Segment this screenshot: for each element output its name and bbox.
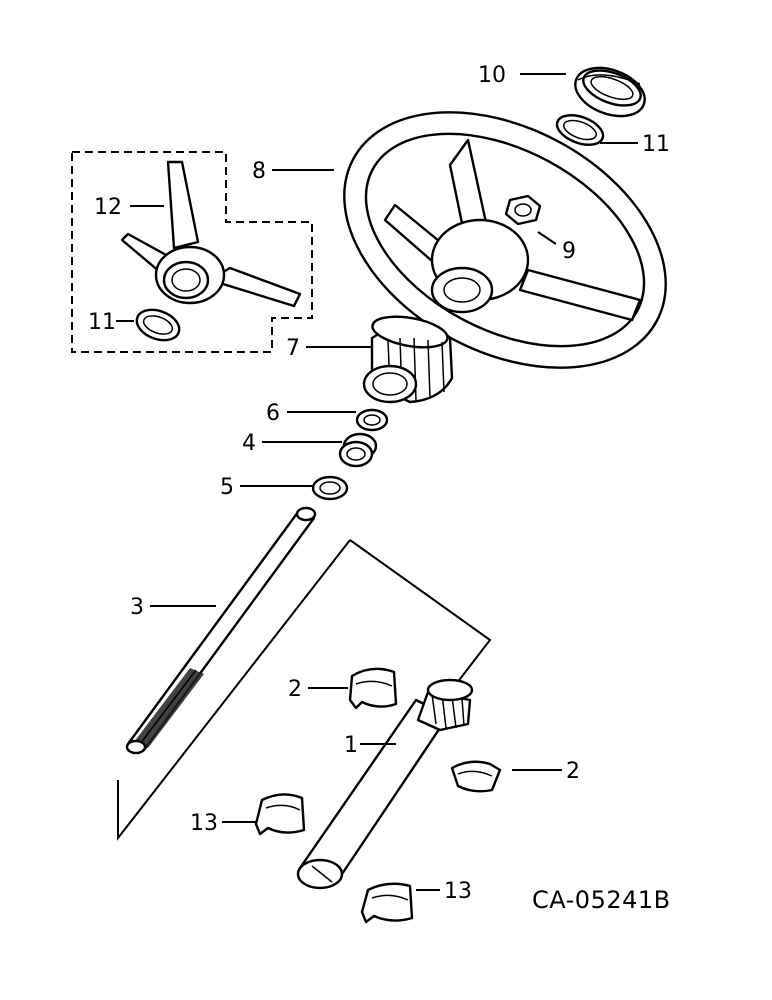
callout-12: 12 <box>94 195 122 220</box>
callout-9: 9 <box>562 239 576 264</box>
callout-1: 1 <box>344 733 358 758</box>
part-12-spoke-insert <box>120 160 302 308</box>
part-2-clip-upper <box>348 667 398 710</box>
part-11-ring-upper <box>555 114 605 146</box>
callout-8: 8 <box>252 159 266 184</box>
shaft-bracket-left <box>117 539 351 841</box>
part-7-splined-adapter <box>362 315 454 404</box>
part-5-ring <box>311 475 349 501</box>
part-2-clip-right <box>450 760 502 793</box>
part-3-upper-shaft <box>125 506 317 755</box>
part-1-lower-shaft <box>296 678 474 890</box>
part-9-nut <box>504 194 542 226</box>
callout-6: 6 <box>266 401 280 426</box>
callout-11-upper: 11 <box>642 132 670 157</box>
callout-2-right: 2 <box>566 759 580 784</box>
leader-lines <box>116 73 638 891</box>
callout-13-left: 13 <box>190 811 218 836</box>
callout-3: 3 <box>130 595 144 620</box>
callout-10: 10 <box>478 63 506 88</box>
callout-5: 5 <box>220 475 234 500</box>
callout-2-upper: 2 <box>288 677 302 702</box>
part-8-steering-wheel <box>343 111 667 369</box>
optional-part-outline <box>71 151 313 353</box>
part-4-bushing <box>338 432 378 468</box>
part-13-clip-bottom <box>360 882 414 924</box>
callout-13-bottom: 13 <box>444 879 472 904</box>
drawing-code: CA-05241B <box>532 886 671 914</box>
callout-4: 4 <box>242 431 256 456</box>
part-6-washer <box>355 408 389 432</box>
part-13-clip-left <box>254 793 306 836</box>
callout-7: 7 <box>286 336 300 361</box>
callout-11-left: 11 <box>88 310 116 335</box>
part-10-horn-cap <box>574 66 646 118</box>
part-11-ring-left <box>135 308 181 342</box>
